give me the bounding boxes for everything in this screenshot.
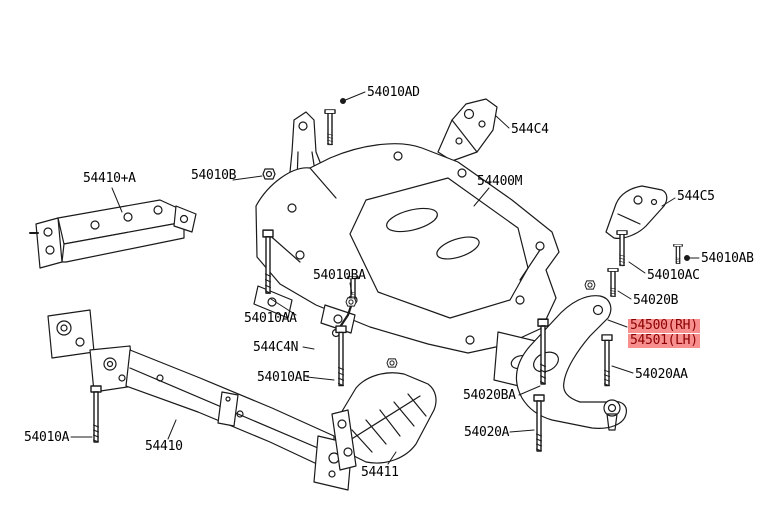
bolt-54010a (90, 385, 102, 443)
part-label-544c4n[interactable]: 544C4N (253, 340, 299, 355)
nut-54020b-stud (584, 280, 596, 290)
part-label-54020a[interactable]: 54020A (464, 425, 510, 440)
part-label-54010ba[interactable]: 54010BA (313, 268, 366, 283)
member-54410a (29, 199, 197, 269)
bracket-544c4 (437, 98, 498, 162)
part-label-54500-rh[interactable]: 54500(RH) (628, 318, 700, 333)
part-label-54400m[interactable]: 54400M (477, 174, 523, 189)
part-label-54410-a[interactable]: 54410+A (83, 171, 136, 186)
part-label-544c5[interactable]: 544C5 (677, 189, 715, 204)
part-label-54410[interactable]: 54410 (145, 439, 183, 454)
part-label-54020b[interactable]: 54020B (633, 293, 679, 308)
member-54411 (331, 372, 437, 471)
nut-54010ba (345, 297, 357, 307)
part-label-54020ba[interactable]: 54020BA (463, 388, 516, 403)
part-label-54010ad[interactable]: 54010AD (367, 85, 420, 100)
part-label-54411[interactable]: 54411 (361, 465, 399, 480)
part-label-54010aa[interactable]: 54010AA (244, 311, 297, 326)
nut-54010b (262, 168, 276, 180)
part-label-54010b[interactable]: 54010B (191, 168, 237, 183)
part-label-54010ab[interactable]: 54010AB (701, 251, 754, 266)
bracket-544c5 (605, 185, 668, 239)
part-label-54501-lh[interactable]: 54501(LH) (628, 333, 700, 348)
bolt-54020b (607, 268, 619, 298)
part-label-544c4[interactable]: 544C4 (511, 122, 549, 137)
part-label-54010ae[interactable]: 54010AE (257, 370, 310, 385)
bolt-54020aa (601, 334, 613, 387)
part-label-54020aa[interactable]: 54020AA (635, 367, 688, 382)
bolt-54010ab (673, 244, 683, 265)
nut-54411-top (386, 358, 398, 368)
leader-lines (70, 91, 700, 465)
selected-part-label-group: 54500(RH) 54501(LH) (628, 319, 700, 348)
bolt-54010ad (324, 109, 336, 146)
part-label-54010a[interactable]: 54010A (24, 430, 70, 445)
part-label-54010ac[interactable]: 54010AC (647, 268, 700, 283)
member-54410 (47, 309, 353, 491)
